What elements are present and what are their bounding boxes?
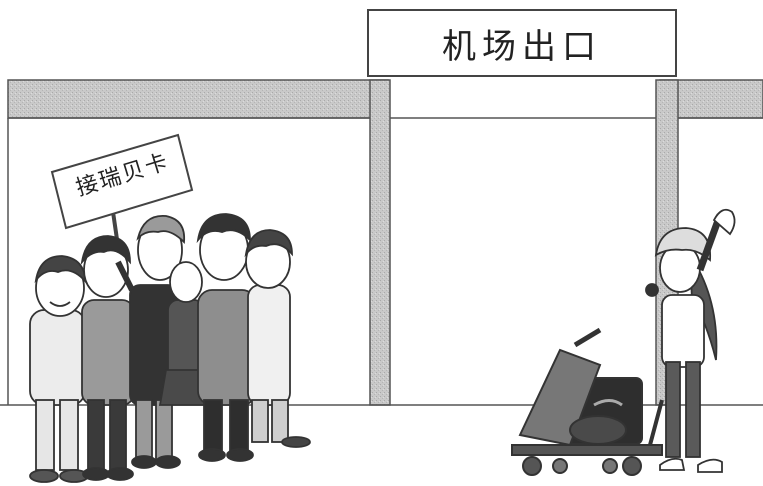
exit-sign-board	[367, 9, 677, 77]
greeter-group	[29, 213, 311, 483]
building-pillars	[369, 79, 679, 406]
greeter-person	[244, 229, 311, 448]
exit-sign-text: 机场出口	[442, 26, 602, 67]
traveler-woman	[645, 208, 736, 473]
luggage-cart	[511, 327, 664, 476]
greeter-person	[158, 261, 214, 406]
greeter-person	[196, 213, 257, 462]
greeter-person	[80, 235, 135, 481]
greeter-person	[29, 255, 89, 483]
